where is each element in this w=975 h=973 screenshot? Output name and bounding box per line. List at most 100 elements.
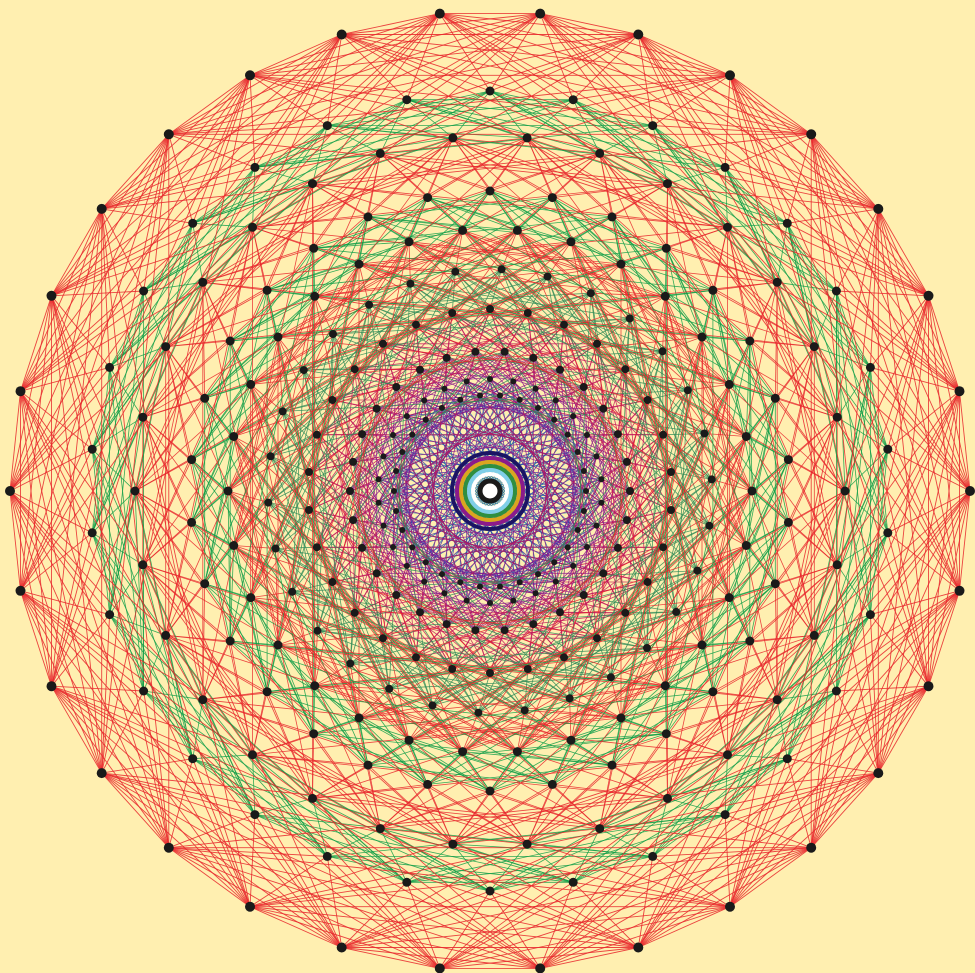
vertex [725,593,734,602]
vertex [623,458,631,466]
vertex [164,129,174,139]
vertex [416,366,424,374]
vertex [439,405,445,411]
vertex [404,413,410,419]
vertex [246,593,255,602]
vertex [608,761,617,770]
vertex [399,527,405,533]
vertex [565,544,571,550]
vertex [566,694,574,702]
vertex [435,9,445,19]
vertex [88,528,97,537]
vertex [423,193,432,202]
vertex [663,794,672,803]
vertex [533,386,539,392]
vertex [376,149,385,158]
vertex [355,713,364,722]
vertex [965,486,975,496]
vertex [457,579,463,585]
vertex [659,543,667,551]
vertex [435,963,445,973]
vertex [584,432,590,438]
vertex [866,363,875,372]
vertex [513,226,522,235]
vertex [587,289,595,297]
vertex [866,610,875,619]
vertex [439,571,445,577]
vertex [392,591,400,599]
vertex [659,347,667,355]
vertex [560,653,568,661]
vertex [833,560,842,569]
vertex [524,665,532,673]
vertex [5,486,15,496]
vertex [393,508,399,514]
diagram-center-rings [452,453,528,529]
vertex [551,559,557,565]
vertex [617,713,626,722]
vertex [279,407,287,415]
vertex [553,579,559,585]
vertex [412,653,420,661]
vertex [955,386,965,396]
vertex [570,563,576,569]
vertex [513,747,522,756]
vertex [510,598,516,604]
vertex [708,687,717,696]
vertex [570,413,576,419]
vertex [486,669,494,677]
vertex [471,626,479,634]
vertex [524,309,532,317]
vertex [614,544,622,552]
vertex [364,761,373,770]
vertex [477,584,483,590]
vertex [355,260,364,269]
vertex [569,878,578,887]
vertex [486,87,495,96]
vertex [924,291,934,301]
vertex [486,887,495,896]
vertex [521,706,529,714]
vertex [544,273,552,281]
vertex [643,644,651,652]
vertex [873,768,883,778]
vertex [200,579,209,588]
vertex [497,584,503,590]
vertex [471,348,479,356]
vertex [448,665,456,673]
vertex [349,458,357,466]
vertex [667,506,675,514]
vertex [105,610,114,619]
vertex [138,560,147,569]
vertex [742,432,751,441]
vertex [593,634,601,642]
vertex [595,149,604,158]
vertex [274,641,283,650]
vertex [560,321,568,329]
vertex [349,516,357,524]
vertex [346,487,354,495]
vertex [584,544,590,550]
vertex [423,780,432,789]
vertex [486,787,495,796]
vertex [448,840,457,849]
vertex [784,518,793,527]
vertex [390,544,396,550]
vertex [47,291,57,301]
vertex [497,393,503,399]
vertex [376,500,382,506]
vertex [748,487,757,496]
vertex [565,432,571,438]
vertex [404,563,410,569]
vertex [784,455,793,464]
vertex [535,571,541,577]
vertex [581,508,587,514]
vertex [529,620,537,628]
vertex [351,365,359,373]
vertex [698,333,707,342]
vertex [409,544,415,550]
vertex [663,179,672,188]
vertex [608,212,617,221]
vertex [448,133,457,142]
